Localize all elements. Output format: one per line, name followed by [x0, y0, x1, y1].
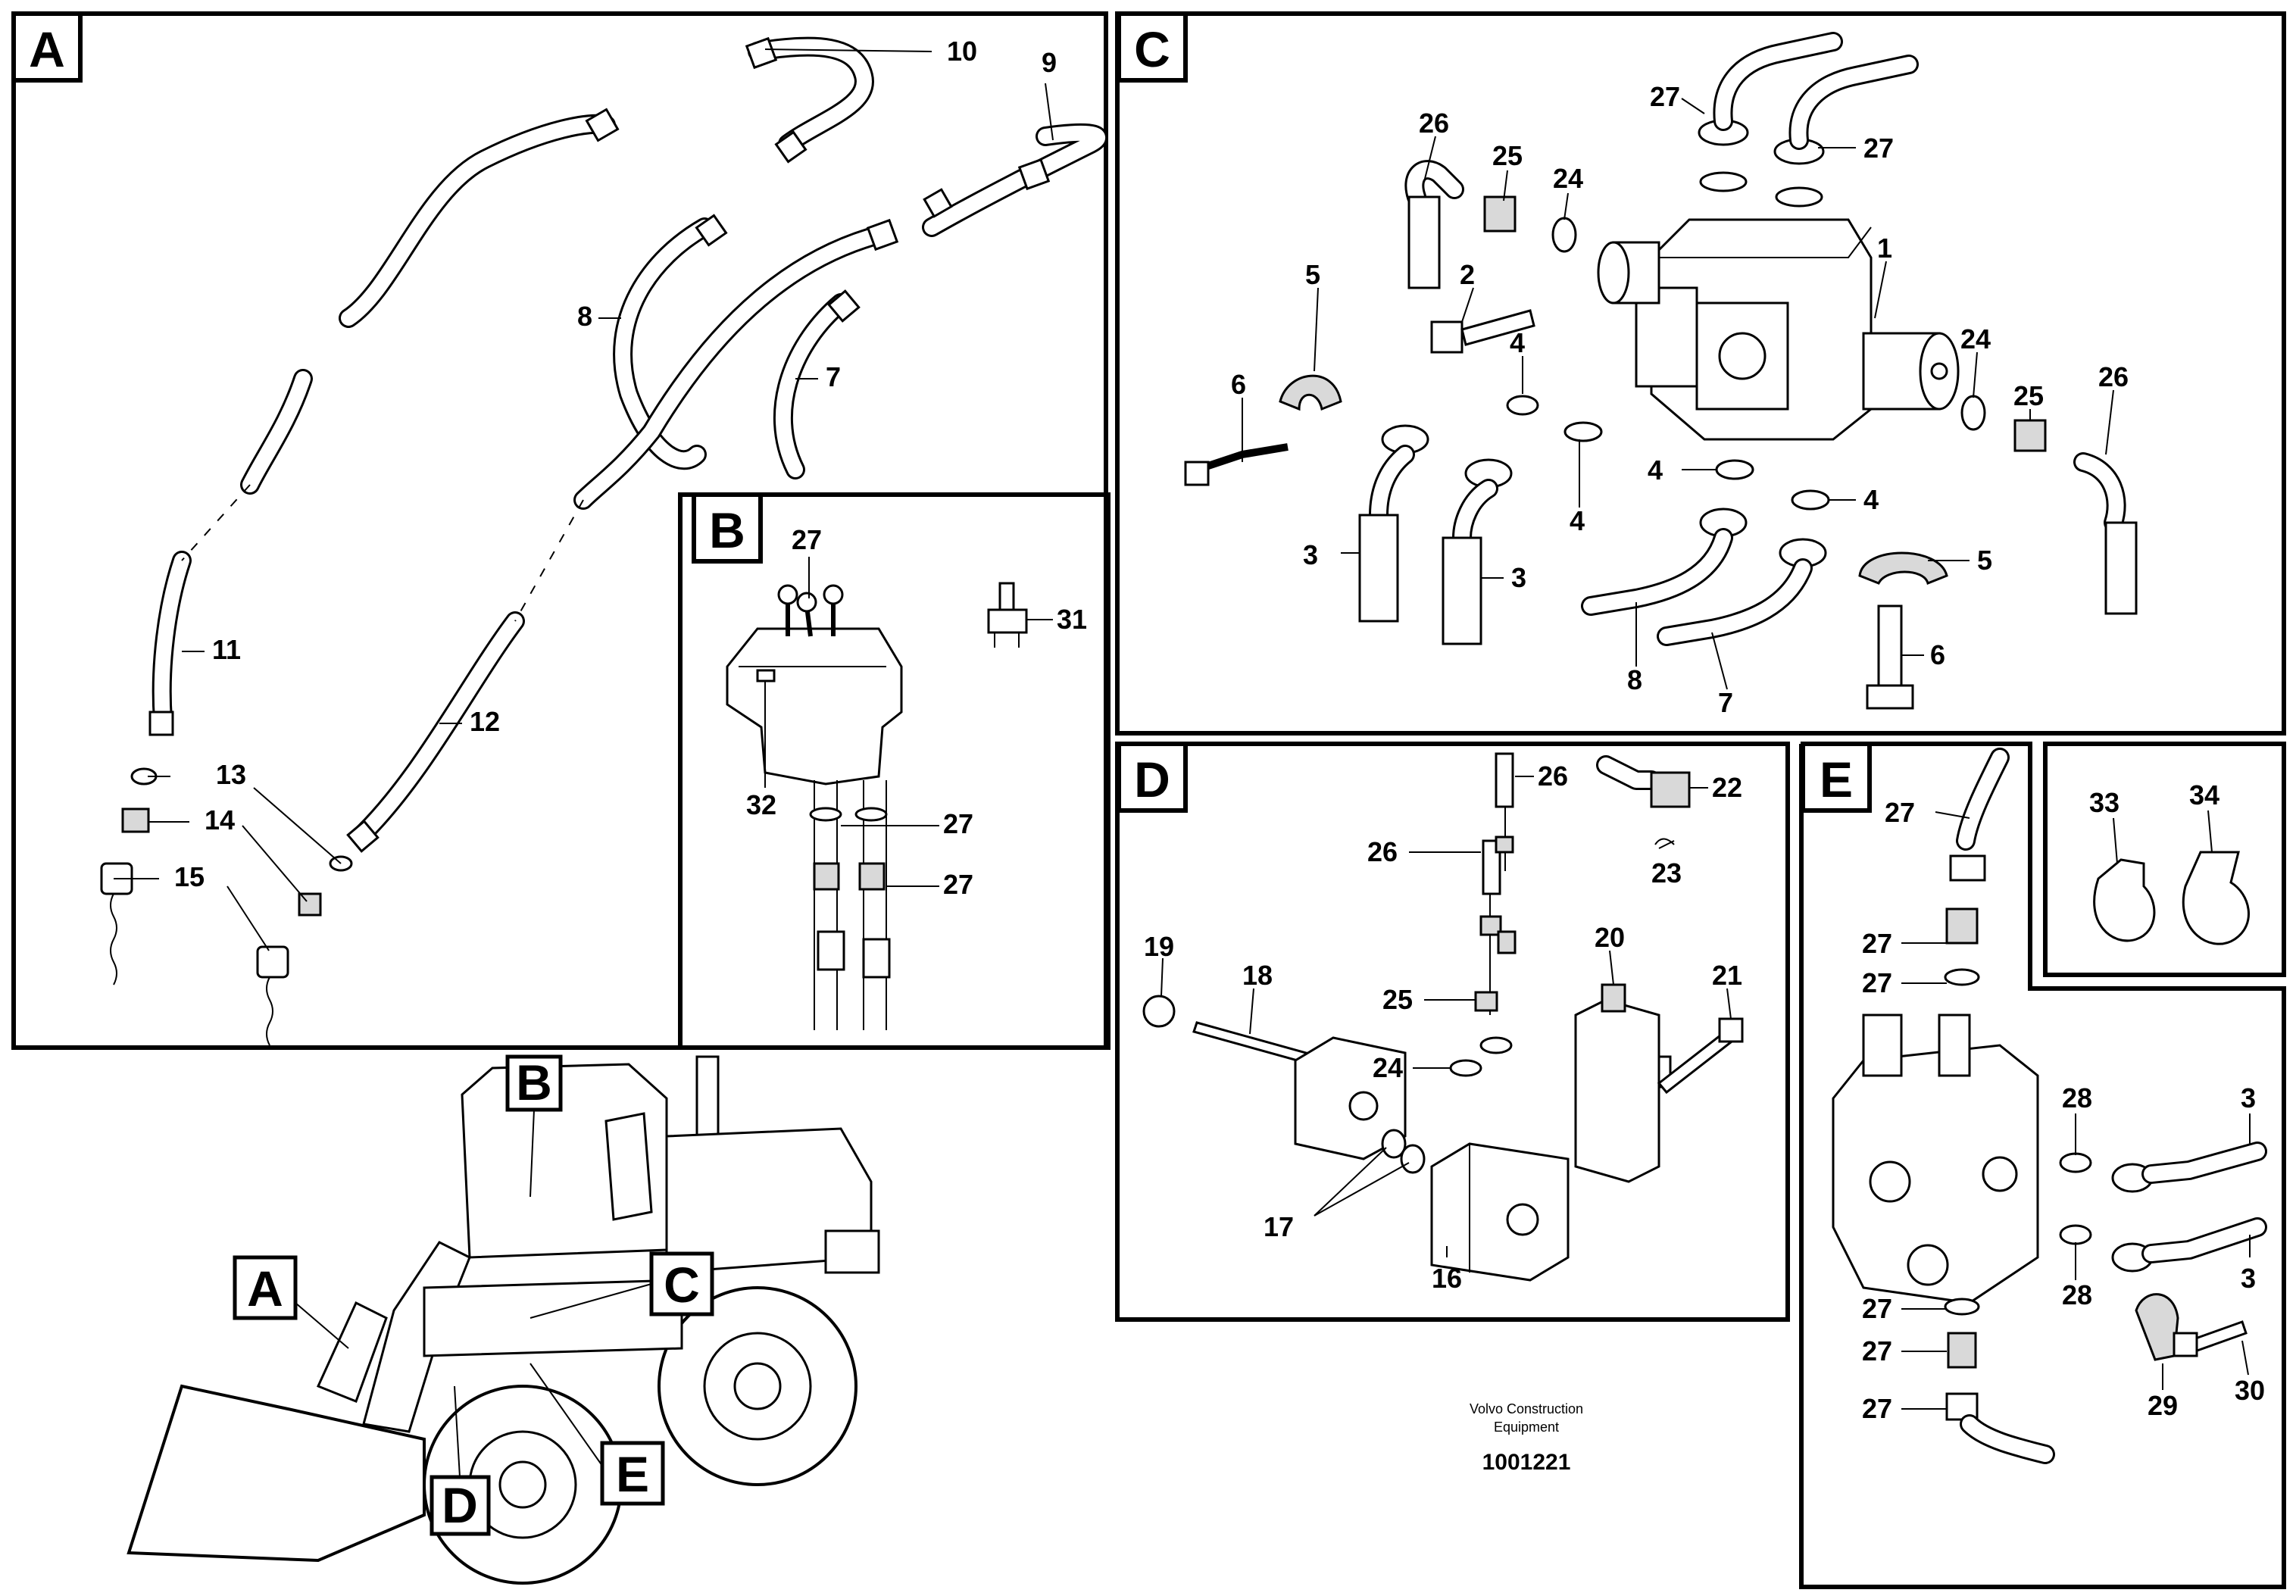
callout-d-17: 17 [1264, 1211, 1294, 1242]
callout-e-29: 29 [2148, 1390, 2178, 1421]
callout-b-31: 31 [1057, 604, 1087, 635]
callout-a-9: 9 [1042, 47, 1057, 78]
callout-c-7: 7 [1718, 687, 1733, 718]
callout-e-28-bottom: 28 [2062, 1279, 2092, 1310]
machine-overview: B A C D E [127, 1054, 880, 1585]
callout-c-27-left: 27 [1650, 81, 1680, 112]
callout-c-5-left: 5 [1305, 259, 1320, 290]
callout-c-24-right: 24 [1960, 323, 1991, 354]
panel-b: B 27 31 32 27 27 [678, 492, 1111, 1050]
callout-c-26-left: 26 [1419, 108, 1449, 139]
callout-c-4-top: 4 [1510, 327, 1525, 358]
callout-c-5-right: 5 [1977, 545, 1992, 576]
document-number: 1001221 [1482, 1450, 1571, 1475]
callout-b-32: 32 [746, 789, 776, 820]
callout-c-3-left: 3 [1303, 539, 1318, 570]
callout-e-27-c: 27 [1862, 967, 1892, 998]
callout-d-26-mid: 26 [1367, 836, 1398, 867]
callout-b-27-top: 27 [792, 524, 822, 555]
callout-d-25: 25 [1382, 984, 1413, 1015]
callout-e-27-f: 27 [1862, 1393, 1892, 1424]
callout-c-4-mid: 4 [1570, 505, 1585, 536]
maker-line-2: Equipment [1494, 1420, 1559, 1435]
callout-d-26-top: 26 [1538, 761, 1568, 792]
callout-e-27-d: 27 [1862, 1293, 1892, 1324]
callout-c-8: 8 [1627, 664, 1642, 695]
panel-c-tag: C [1134, 21, 1170, 77]
panel-d: D [1115, 742, 1790, 1322]
callout-e-27-e: 27 [1862, 1335, 1892, 1366]
callout-e-30: 30 [2235, 1375, 2265, 1406]
callout-d-16: 16 [1432, 1263, 1462, 1294]
callout-c-3-right: 3 [1511, 562, 1526, 593]
callout-c-4-lower-left: 4 [1648, 454, 1663, 486]
panel-e: E [1799, 742, 2286, 1589]
callout-a-11: 11 [212, 634, 241, 665]
callout-c-1: 1 [1877, 233, 1892, 264]
panel-b-tag: B [709, 502, 745, 558]
callout-b-27-mid: 27 [943, 808, 973, 839]
callout-e-27-a: 27 [1885, 797, 1915, 828]
callout-clamp-33: 33 [2089, 787, 2120, 818]
footer: Volvo Construction Equipment 1001221 [1470, 1401, 1583, 1475]
machine-tag-e: E [616, 1446, 649, 1502]
callout-e-28-top: 28 [2062, 1082, 2092, 1113]
callout-a-13: 13 [216, 759, 246, 790]
machine-tag-b: B [516, 1054, 552, 1110]
callout-d-24: 24 [1373, 1052, 1403, 1083]
callout-d-19: 19 [1144, 931, 1174, 962]
callout-a-8: 8 [577, 301, 592, 332]
callout-c-25-right: 25 [2013, 380, 2044, 411]
panel-a-tag: A [29, 21, 65, 77]
callout-clamp-34: 34 [2189, 779, 2219, 810]
callout-c-24-left: 24 [1553, 163, 1583, 194]
callout-d-21: 21 [1712, 960, 1742, 991]
callout-c-27-right: 27 [1863, 133, 1894, 164]
callout-d-18: 18 [1242, 960, 1273, 991]
maker-line-1: Volvo Construction [1470, 1401, 1583, 1416]
callout-c-6-right: 6 [1930, 639, 1945, 670]
machine-tag-a: A [247, 1260, 283, 1316]
callout-c-4-lower-right: 4 [1863, 484, 1879, 515]
callout-e-27-b: 27 [1862, 928, 1892, 959]
callout-c-25-left: 25 [1492, 140, 1523, 171]
machine-tag-c: C [664, 1257, 700, 1313]
callout-b-27-low: 27 [943, 869, 973, 900]
machine-tag-d: D [442, 1477, 478, 1533]
callout-e-3-top: 3 [2241, 1082, 2256, 1113]
callout-a-14: 14 [205, 804, 235, 835]
callout-c-26-right: 26 [2098, 361, 2129, 392]
panel-a: A [11, 11, 1108, 1050]
callout-a-12: 12 [470, 706, 500, 737]
panel-clamps: 33 34 [2043, 742, 2286, 977]
callout-c-2: 2 [1460, 259, 1475, 290]
panel-e-tag: E [1820, 751, 1853, 807]
callout-e-3-bottom: 3 [2241, 1263, 2256, 1294]
callout-a-15: 15 [174, 861, 205, 892]
panel-d-tag: D [1134, 751, 1170, 807]
callout-d-23: 23 [1651, 857, 1682, 889]
callout-d-22: 22 [1712, 772, 1742, 803]
callout-d-20: 20 [1595, 922, 1625, 953]
callout-a-7: 7 [826, 361, 841, 392]
callout-a-10: 10 [947, 36, 977, 67]
panel-c: C [1115, 11, 2286, 736]
callout-c-6-left: 6 [1231, 369, 1246, 400]
